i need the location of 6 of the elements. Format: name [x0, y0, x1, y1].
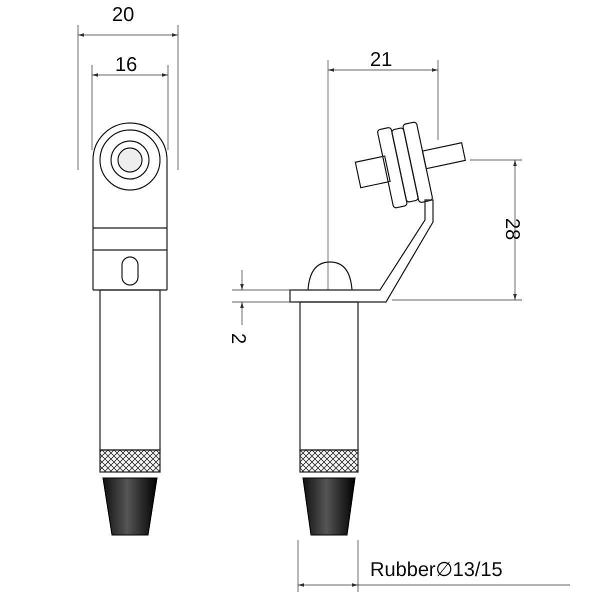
dimension-value: 2 [228, 333, 248, 344]
dimension-value: 21 [370, 50, 392, 70]
dimension-value: 20 [112, 5, 134, 25]
dimension-value: 16 [115, 55, 138, 75]
dimension-value: 28 [502, 218, 522, 240]
dimension-value: Rubber∅13/15 [370, 560, 503, 580]
